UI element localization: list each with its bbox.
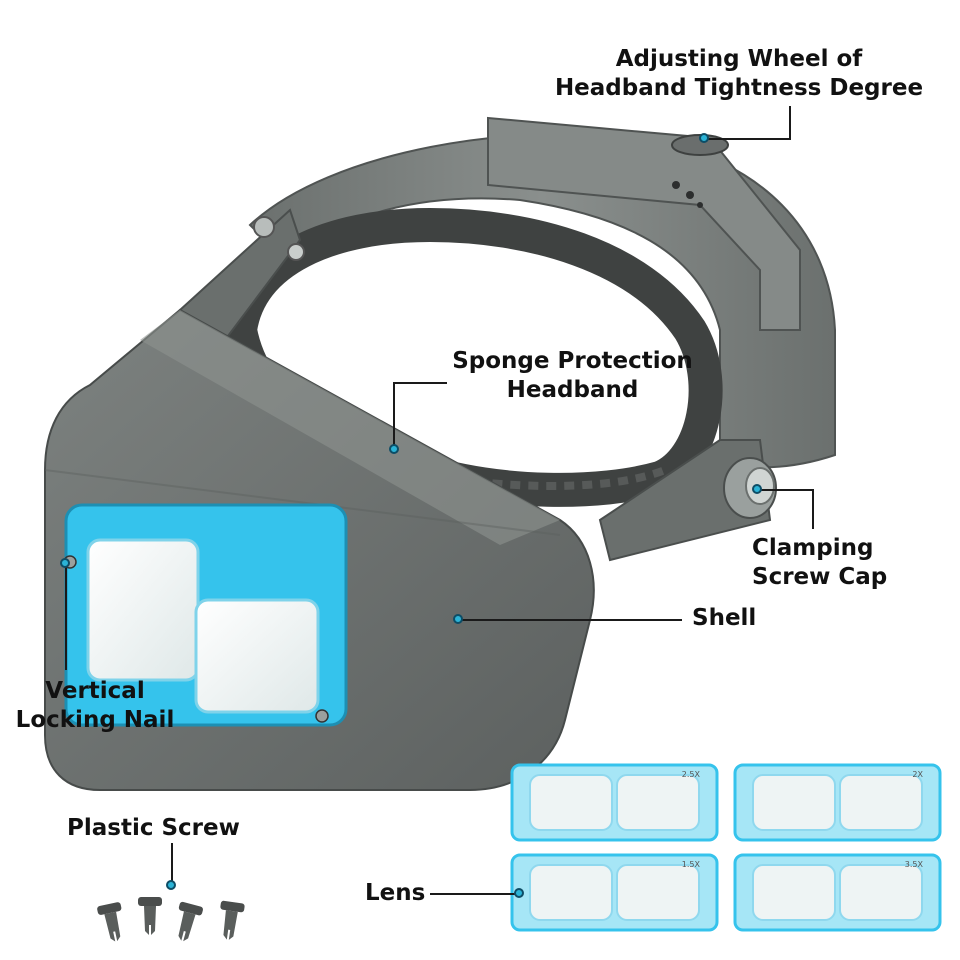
label-sponge-2: Headband	[506, 377, 639, 403]
mounted-lens-plate	[63, 503, 348, 727]
spare-lens-plate: 2.5X	[510, 763, 719, 842]
leader-adjusting-v	[789, 106, 791, 140]
label-clamping-2: Screw Cap	[752, 564, 888, 590]
lens-power-mark: 1.5X	[682, 860, 701, 869]
lens-power-mark: 2.5X	[682, 770, 701, 779]
label-vertical: Vertical Locking Nail	[5, 677, 185, 735]
leader-lens	[430, 893, 518, 895]
plastic-screw-4	[220, 900, 245, 940]
label-vertical-1: Vertical	[45, 678, 145, 704]
label-sponge-1: Sponge Protection	[452, 348, 693, 374]
marker-screw	[166, 880, 176, 890]
leader-sponge-v	[393, 382, 395, 447]
marker-sponge	[389, 444, 399, 454]
label-adjusting-wheel: Adjusting Wheel of Headband Tightness De…	[540, 45, 938, 103]
label-adjusting-wheel-2: Headband Tightness Degree	[554, 75, 924, 101]
leader-clamping-v	[812, 489, 814, 529]
label-clamping-1: Clamping	[752, 535, 874, 561]
label-vertical-2: Locking Nail	[15, 707, 175, 733]
lens-glass	[752, 774, 836, 831]
lens-glass	[839, 864, 923, 921]
lens-glass	[616, 864, 700, 921]
lens-glass	[839, 774, 923, 831]
leader-screw	[171, 843, 173, 883]
plastic-screw-2	[138, 897, 162, 935]
right-arm	[598, 439, 772, 562]
clamping-screw-cap	[723, 457, 777, 519]
marker-clamping	[752, 484, 762, 494]
marker-lens	[514, 888, 524, 898]
headband	[248, 116, 836, 469]
label-clamping: Clamping Screw Cap	[752, 534, 922, 592]
leader-clamping-h	[758, 489, 813, 491]
plastic-screw-1	[97, 902, 122, 942]
spare-lens-plate: 3.5X	[733, 853, 942, 932]
marker-shell	[453, 614, 463, 624]
spare-lens-plate: 1.5X	[510, 853, 719, 932]
lens-glass	[529, 774, 613, 831]
label-shell: Shell	[692, 605, 757, 631]
lens-glass	[752, 864, 836, 921]
leader-sponge-h	[393, 382, 447, 384]
label-lens: Lens	[365, 880, 426, 906]
spare-lens-plate: 2X	[733, 763, 942, 842]
label-plastic-screw: Plastic Screw	[67, 815, 240, 841]
left-knob	[253, 216, 275, 238]
label-sponge: Sponge Protection Headband	[440, 347, 705, 405]
plastic-screw-3	[178, 901, 203, 942]
lens-power-mark: 3.5X	[905, 860, 924, 869]
lens-glass	[616, 774, 700, 831]
lens-glass	[529, 864, 613, 921]
lens-power-mark: 2X	[912, 770, 923, 779]
leader-vertical	[65, 564, 67, 670]
marker-vertical	[60, 558, 70, 568]
marker-adjusting	[699, 133, 709, 143]
leader-shell	[458, 619, 682, 621]
plastic-screws	[97, 897, 245, 942]
label-adjusting-wheel-1: Adjusting Wheel of	[615, 46, 863, 72]
leader-adjusting-h	[703, 138, 791, 140]
spare-lens-plates: 2.5X 2X 1.5X 3.5X	[510, 763, 942, 932]
